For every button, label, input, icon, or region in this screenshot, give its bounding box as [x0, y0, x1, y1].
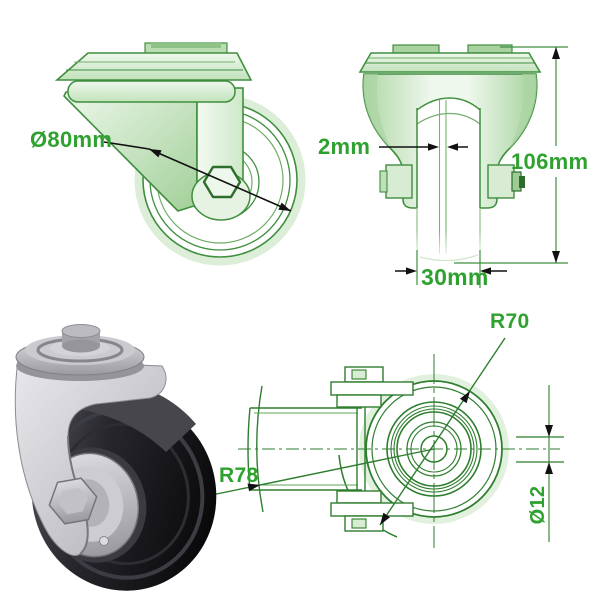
product-photo: [14, 324, 217, 591]
arrow-head: [545, 425, 553, 437]
axle-hex-nut: [202, 165, 242, 199]
wheel-front: [417, 98, 480, 265]
dimension-r70: [379, 337, 506, 526]
arrow-head: [428, 143, 439, 151]
arrow-head: [447, 143, 458, 151]
top-plate: [54, 52, 253, 81]
dimension-label-bolt-hole-diameter: Ø12: [527, 485, 549, 525]
arrow-head: [552, 251, 560, 263]
side-view-drawing: [54, 42, 306, 266]
plan-view-drawing: [201, 337, 564, 548]
arrow-head: [552, 47, 560, 59]
dimension-label-overall-height: 106mm: [511, 149, 589, 174]
arrow-head: [380, 512, 390, 525]
dimension-wheel-diameter: [103, 141, 292, 212]
arrow-head: [460, 391, 470, 404]
arrow-head: [149, 149, 162, 158]
arrow-head: [278, 202, 291, 211]
arrow-head: [545, 462, 553, 474]
dimension-label-wheel-diameter: Ø80mm: [30, 127, 113, 152]
dimension-label-tread-width: 30mm: [421, 264, 489, 290]
dimension-wall-2mm: [379, 143, 468, 151]
bolt-hole-boss: [61, 324, 101, 338]
fitting-flange: [330, 366, 414, 532]
arrow-head: [247, 483, 260, 492]
dimension-height-106mm: [454, 46, 568, 264]
swivel-race: [67, 80, 236, 103]
arrow-head: [406, 267, 417, 275]
dimension-r78: [201, 448, 435, 498]
arrow-head: [480, 267, 491, 275]
dimension-label-wall-thickness: 2mm: [318, 134, 371, 159]
front-view-drawing: [358, 44, 568, 288]
dimension-label-radius-r78: R78: [219, 464, 259, 487]
dimension-bore-12: [516, 385, 564, 542]
dimension-label-radius-r70: R70: [490, 310, 530, 333]
dimension-width-30mm: [395, 250, 507, 288]
